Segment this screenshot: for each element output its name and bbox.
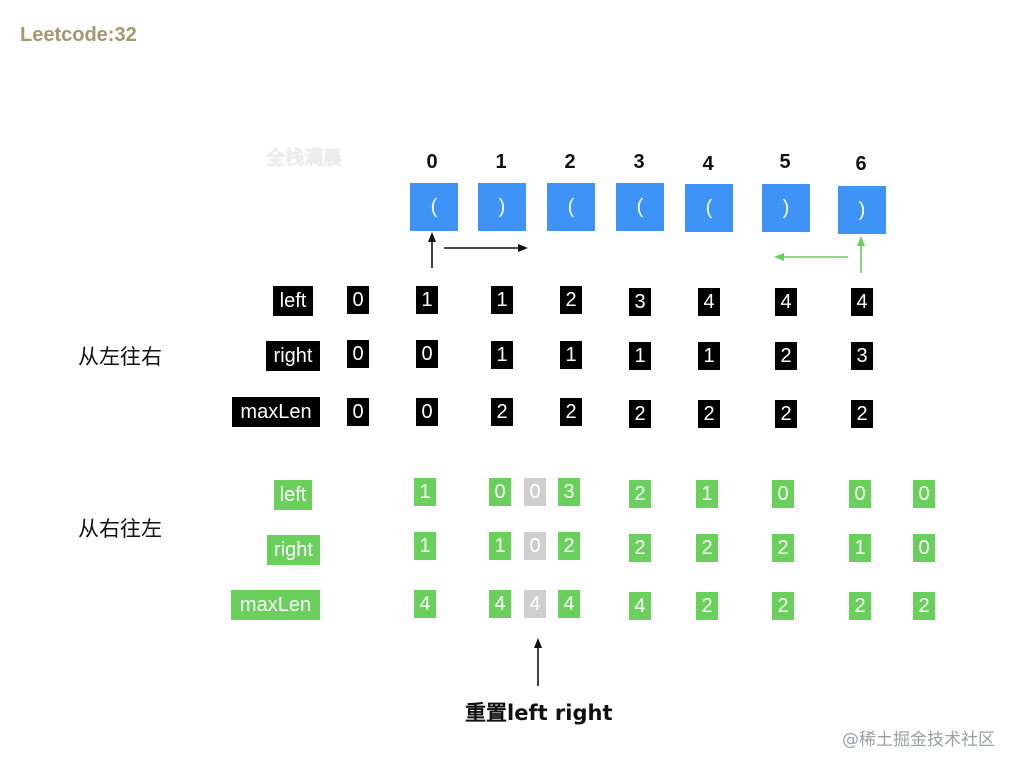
table-cell: 0 [347, 286, 369, 314]
table-cell: 2 [772, 534, 794, 562]
table-cell: 0 [913, 534, 935, 562]
table-cell: 0 [416, 340, 438, 368]
table-cell: 4 [698, 288, 720, 316]
index-label: 1 [495, 151, 507, 173]
table-cell: 2 [851, 400, 873, 428]
table-cell: 0 [489, 478, 511, 506]
table-cell: 1 [560, 341, 582, 369]
table-cell: 1 [698, 342, 720, 370]
table-cell: 2 [913, 592, 935, 620]
table-cell: 4 [775, 288, 797, 316]
table-cell: 4 [489, 590, 511, 618]
reset-cell: 0 [524, 532, 546, 560]
reset-caption: 重置left right [465, 701, 613, 725]
paren-box: ( [547, 183, 595, 231]
index-label: 3 [633, 151, 645, 173]
table-cell: 0 [913, 480, 935, 508]
reset-arrow [534, 638, 542, 686]
paren-box: ( [616, 183, 664, 231]
reset-cell: 0 [524, 478, 546, 506]
row-label-right: right [267, 535, 320, 565]
table-cell: 0 [347, 398, 369, 426]
paren-box: ) [838, 186, 886, 234]
index-label: 2 [564, 151, 576, 173]
table-cell: 4 [851, 288, 873, 316]
right-scan-arrows [774, 236, 865, 273]
table-cell: 1 [414, 478, 436, 506]
table-cell: 0 [849, 480, 871, 508]
table-cell: 3 [629, 288, 651, 316]
index-label: 5 [779, 151, 791, 173]
paren-box: ) [478, 183, 526, 231]
row-label-maxLen: maxLen [231, 590, 320, 620]
table-cell: 2 [696, 592, 718, 620]
table-cell: 0 [772, 480, 794, 508]
table-cell: 2 [698, 400, 720, 428]
page-title: Leetcode:32 [20, 24, 137, 46]
table-cell: 1 [491, 341, 513, 369]
paren-box: ( [410, 183, 458, 231]
table-cell: 2 [775, 400, 797, 428]
table-cell: 1 [491, 286, 513, 314]
table-cell: 2 [775, 342, 797, 370]
left-scan-arrows [428, 232, 528, 268]
table-cell: 2 [696, 534, 718, 562]
table-cell: 0 [347, 340, 369, 368]
index-label: 0 [426, 151, 438, 173]
section-right-to-left: 从右往左 [78, 517, 162, 541]
paren-box: ) [762, 184, 810, 232]
table-cell: 2 [849, 592, 871, 620]
table-cell: 4 [629, 592, 651, 620]
paren-box: ( [685, 184, 733, 232]
table-cell: 1 [489, 532, 511, 560]
row-label-right: right [266, 341, 320, 371]
credit-watermark: @稀土掘金技术社区 [842, 730, 995, 750]
table-cell: 4 [558, 590, 580, 618]
watermark-text: 全栈满晨 [266, 147, 343, 169]
row-label-left: left [273, 286, 313, 316]
index-label: 4 [702, 153, 714, 175]
table-cell: 1 [849, 534, 871, 562]
table-cell: 2 [772, 592, 794, 620]
table-cell: 2 [629, 400, 651, 428]
table-cell: 0 [416, 398, 438, 426]
table-cell: 2 [629, 480, 651, 508]
table-cell: 2 [558, 532, 580, 560]
table-cell: 3 [558, 478, 580, 506]
table-cell: 2 [560, 286, 582, 314]
table-cell: 3 [851, 342, 873, 370]
section-left-to-right: 从左往右 [78, 345, 162, 369]
table-cell: 1 [629, 342, 651, 370]
table-cell: 2 [491, 398, 513, 426]
table-cell: 2 [629, 534, 651, 562]
table-cell: 2 [560, 398, 582, 426]
reset-cell: 4 [524, 590, 546, 618]
table-cell: 1 [414, 532, 436, 560]
table-cell: 4 [414, 590, 436, 618]
row-label-left: left [274, 480, 312, 510]
index-label: 6 [855, 153, 867, 175]
table-cell: 1 [696, 480, 718, 508]
table-cell: 1 [416, 286, 438, 314]
row-label-maxLen: maxLen [232, 397, 320, 427]
